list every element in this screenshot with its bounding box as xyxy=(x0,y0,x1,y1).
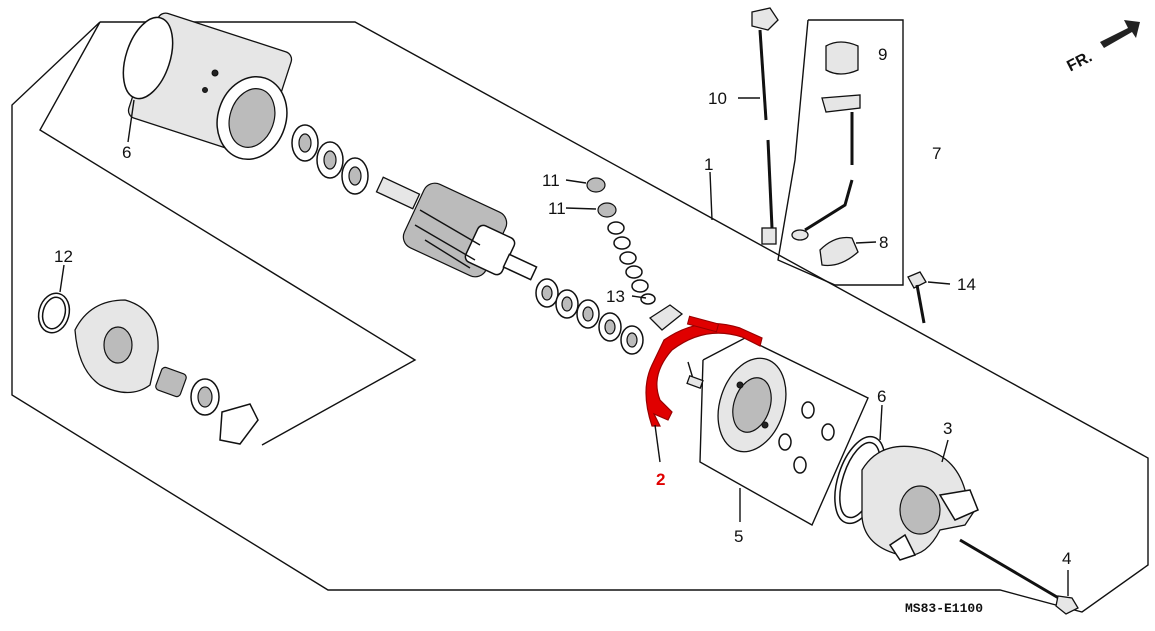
label-13: 13 xyxy=(606,287,625,306)
label-7: 7 xyxy=(932,144,941,163)
brush-holder-plate-highlighted xyxy=(645,315,763,427)
terminal-nuts-washers xyxy=(586,177,684,331)
label-9: 9 xyxy=(878,45,887,64)
label-3: 3 xyxy=(943,419,952,438)
direction-label: FR. xyxy=(1064,48,1095,75)
thrust-washers-top xyxy=(291,124,369,195)
armature xyxy=(375,176,538,281)
assembly-frame-lines xyxy=(11,19,1149,613)
label-2: 2 xyxy=(656,470,665,489)
rear-cover xyxy=(861,445,979,561)
label-1: 1 xyxy=(704,155,713,174)
long-through-bolt xyxy=(959,538,1079,615)
diagram-code: MS83-E1100 xyxy=(905,601,983,616)
label-5: 5 xyxy=(734,527,743,546)
label-10: 10 xyxy=(708,89,727,108)
terminal-wiring xyxy=(751,7,861,267)
label-12: 12 xyxy=(54,247,73,266)
front-cover-assembly xyxy=(74,299,259,445)
motor-case-yoke xyxy=(122,12,293,161)
brush-terminal-bolt xyxy=(686,361,704,389)
leader-lines xyxy=(59,97,1069,596)
label-14: 14 xyxy=(957,275,976,294)
front-direction-arrow: FR. xyxy=(1064,20,1140,75)
label-6-oring: 6 xyxy=(877,387,886,406)
label-11-a: 11 xyxy=(542,171,560,190)
label-4: 4 xyxy=(1062,549,1071,568)
label-11-b: 11 xyxy=(548,199,566,218)
o-ring-front xyxy=(37,292,71,334)
small-bolt xyxy=(907,271,927,324)
armature-washers xyxy=(535,278,644,355)
label-8: 8 xyxy=(879,233,888,252)
label-6-case: 6 xyxy=(122,143,131,162)
brush-holder-assembly xyxy=(717,357,835,474)
